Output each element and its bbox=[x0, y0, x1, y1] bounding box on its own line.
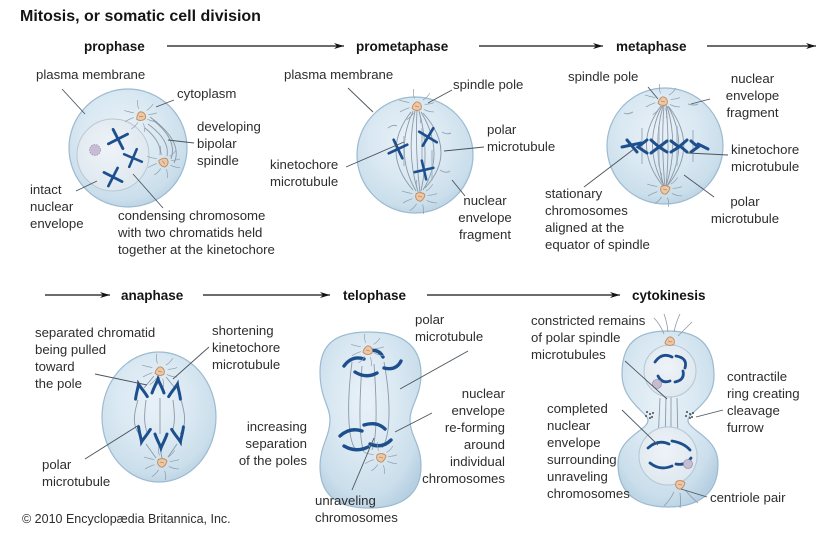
label-condensing-chromosome: condensing chromosome with two chromatid… bbox=[118, 208, 275, 257]
label-kinetochore-microtubule: kinetochore microtubule bbox=[270, 157, 339, 189]
label-polar-microtubule-3: polar microtubule bbox=[42, 457, 111, 489]
spindle-fibers bbox=[395, 109, 442, 193]
prophase-cell bbox=[68, 88, 188, 208]
label-increasing-separation: increasing separation of the poles bbox=[238, 419, 307, 468]
stage-label-prophase: prophase bbox=[84, 39, 145, 54]
stage-label-prometaphase: prometaphase bbox=[356, 39, 449, 54]
developing-spindle bbox=[144, 116, 177, 164]
leader-lines bbox=[61, 86, 729, 498]
page-title: Mitosis, or somatic cell division bbox=[20, 8, 261, 25]
prometaphase-cell bbox=[356, 88, 474, 215]
anaphase-cell bbox=[101, 351, 217, 483]
telophase-cell bbox=[319, 331, 422, 509]
envelope-fragments bbox=[387, 124, 452, 173]
aligned-chromosomes bbox=[620, 138, 710, 155]
nucleus-bottom bbox=[638, 426, 698, 486]
metaphase-cell bbox=[606, 83, 724, 208]
label-kinetochore-microtubule-2: kinetochore microtubule bbox=[731, 142, 800, 174]
label-intact-nuclear-envelope: intact nuclear envelope bbox=[30, 182, 84, 231]
label-centriole-pair: centriole pair bbox=[710, 490, 786, 505]
label-spindle-pole-2: spindle pole bbox=[568, 69, 639, 84]
label-shortening-kinetochore-microtubule: shortening kinetochore microtubule bbox=[212, 323, 281, 372]
label-unraveling-chromosomes: unraveling chromosomes bbox=[315, 493, 398, 525]
label-spindle-pole: spindle pole bbox=[453, 77, 524, 92]
label-nuclear-envelope-fragment: nuclear envelope fragment bbox=[458, 193, 512, 242]
stage-label-cytokinesis: cytokinesis bbox=[632, 288, 706, 303]
label-plasma-membrane: plasma membrane bbox=[36, 67, 146, 82]
label-separated-chromatid: separated chromatid being pulled toward … bbox=[35, 325, 156, 391]
label-plasma-membrane-2: plasma membrane bbox=[284, 67, 394, 82]
label-stationary-chromosomes: stationary chromosomes aligned at the eq… bbox=[545, 186, 650, 252]
unraveling-chromosomes-bottom bbox=[338, 421, 393, 452]
label-nuclear-envelope-reforming: nuclear envelope re-forming around indiv… bbox=[422, 386, 505, 486]
label-cytoplasm: cytoplasm bbox=[177, 86, 237, 101]
label-contractile-ring: contractile ring creating cleavage furro… bbox=[727, 369, 800, 435]
nucleus-top bbox=[643, 344, 697, 398]
label-nuclear-envelope-fragment-2: nuclear envelope fragment bbox=[725, 71, 780, 120]
label-polar-microtubule: polar microtubule bbox=[487, 122, 556, 154]
stage-label-telophase: telophase bbox=[343, 288, 407, 303]
copyright-notice: © 2010 Encyclopædia Britannica, Inc. bbox=[22, 512, 231, 526]
label-polar-microtubule-4: polar microtubule bbox=[415, 312, 484, 344]
label-completed-nuclear-envelope: completed nuclear envelope surrounding u… bbox=[547, 401, 630, 501]
stage-label-anaphase: anaphase bbox=[121, 288, 184, 303]
stage-arrows bbox=[45, 43, 816, 298]
cytokinesis-cells bbox=[617, 313, 719, 509]
stage-label-metaphase: metaphase bbox=[616, 39, 687, 54]
label-polar-microtubule-2: polar microtubule bbox=[710, 194, 780, 226]
label-developing-bipolar-spindle: developing bipolar spindle bbox=[197, 119, 261, 168]
label-constricted-remains: constricted remains of polar spindle mic… bbox=[531, 313, 646, 362]
contractile-ring bbox=[645, 411, 694, 419]
